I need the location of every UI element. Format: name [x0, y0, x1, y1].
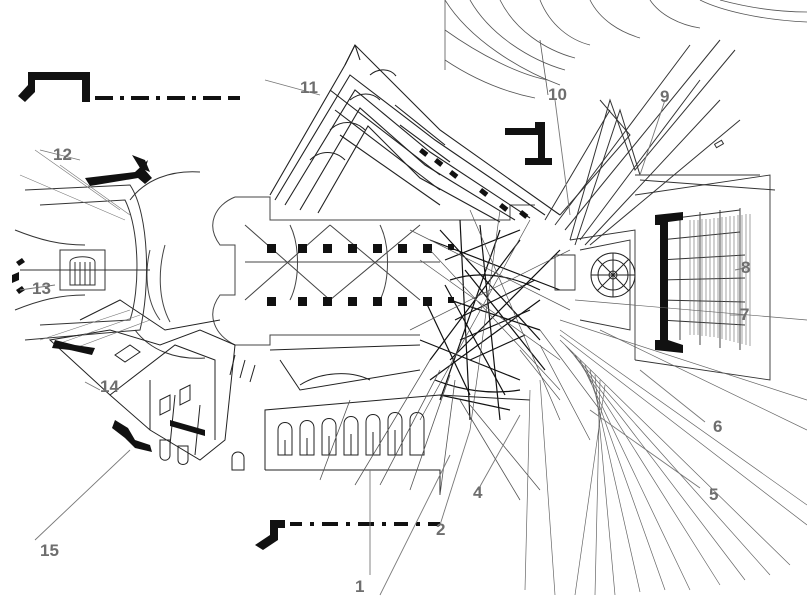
apse-end-bracket: [12, 258, 25, 294]
callout-6: 6: [713, 417, 722, 436]
callout-1: 1: [355, 577, 364, 596]
leader-lines: [19, 79, 746, 596]
callout-8: 8: [741, 258, 750, 277]
callout-13: 13: [32, 279, 51, 298]
lower-left-railing: [170, 420, 205, 436]
nave-pillars: [267, 244, 454, 306]
radiating-lines-right: [524, 299, 807, 596]
callout-11: 11: [300, 78, 318, 97]
tower-perspective-lines: [544, 39, 776, 246]
callout-15: 15: [40, 541, 59, 560]
apse: [14, 171, 206, 359]
crossing-linework: [419, 219, 561, 421]
callout-4: 4: [473, 483, 483, 502]
radiating-lines-left: [19, 149, 151, 351]
callout-5: 5: [709, 485, 718, 504]
nave-plan: [146, 196, 535, 346]
callout-2: 2: [436, 520, 445, 539]
facade-hatching: [689, 214, 751, 346]
rose-window: [590, 252, 636, 298]
callout-12: 12: [53, 145, 72, 164]
tower-window: [713, 139, 725, 149]
section-markers: [18, 72, 552, 550]
callout-10: 10: [548, 85, 567, 104]
lower-left-elevation: [48, 299, 256, 465]
south-fan-lines: [319, 359, 541, 501]
callout-14: 14: [100, 377, 119, 396]
west-wall-bracket: [655, 212, 683, 353]
callout-9: 9: [660, 87, 669, 106]
callout-labels: 1 2 4 5 6 7 8 9 10 11 12 13 14 15: [32, 78, 750, 596]
crossing-linework-light: [409, 209, 601, 441]
north-elevation: [269, 44, 561, 223]
callout-7: 7: [740, 305, 749, 324]
north-elevation-buttresses: [419, 147, 529, 219]
vault-linework: [444, 0, 807, 99]
south-elevation-windows: [231, 412, 425, 471]
